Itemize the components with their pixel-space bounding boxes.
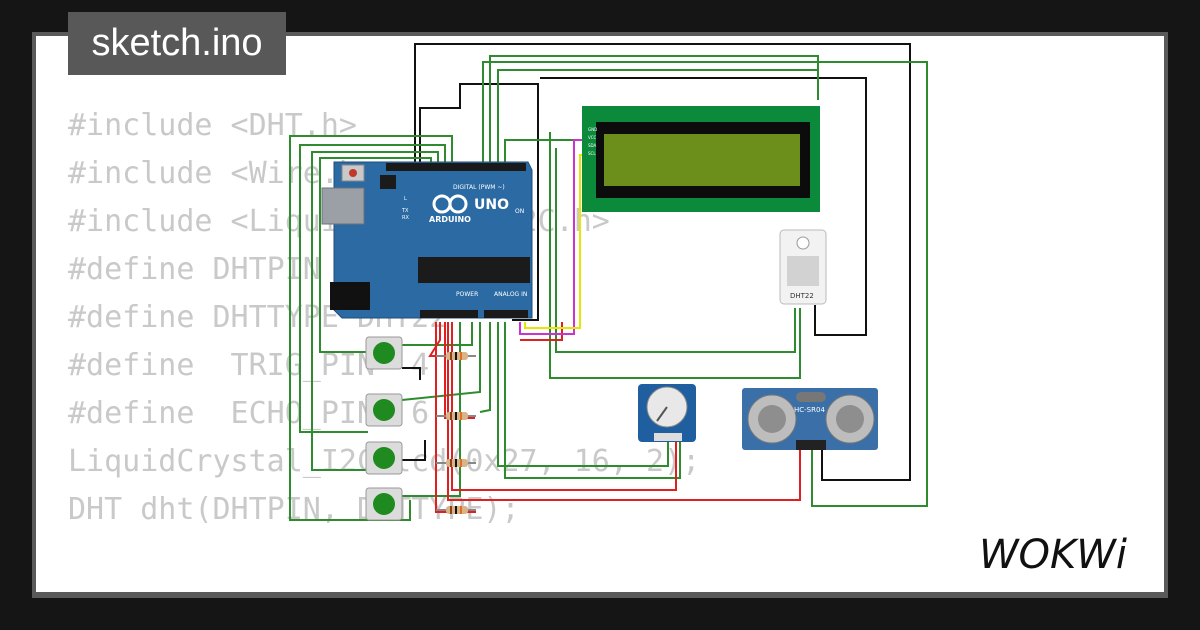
code-line: #define ECHO_PIN 6 — [68, 396, 430, 431]
resistor[interactable] — [436, 352, 476, 360]
wire[interactable] — [497, 322, 669, 467]
wire[interactable] — [419, 83, 539, 321]
led-label: L — [404, 196, 407, 202]
header-pins-analog — [484, 310, 528, 318]
wire[interactable] — [402, 440, 426, 461]
code-line: int relay = 12; — [68, 582, 700, 592]
pushbutton[interactable] — [365, 441, 403, 475]
wokwi-logo-text: WOKWi — [979, 532, 1127, 578]
usb-port-icon — [321, 187, 365, 225]
power-label: POWER — [456, 291, 478, 298]
resistor[interactable] — [436, 459, 476, 467]
wire[interactable] — [402, 367, 421, 380]
wire[interactable] — [519, 139, 582, 335]
wire[interactable] — [540, 77, 867, 336]
wire[interactable] — [549, 132, 801, 379]
lcd-pin-label: SDA — [588, 143, 597, 148]
resistor[interactable] — [436, 412, 476, 420]
ultrasonic-sensor[interactable]: HC-SR04 — [742, 388, 878, 450]
wire[interactable] — [299, 144, 446, 433]
wire[interactable] — [319, 157, 432, 353]
dht22-sensor[interactable]: DHT22 — [779, 229, 827, 305]
wire[interactable] — [289, 135, 453, 521]
resistor[interactable] — [436, 506, 476, 514]
lcd-display[interactable]: GND VCC SDA SCL — [582, 106, 820, 212]
wire[interactable] — [497, 69, 818, 165]
wire[interactable] — [447, 322, 801, 501]
power-jack-icon — [330, 282, 370, 310]
wire[interactable] — [451, 322, 677, 491]
wire[interactable] — [402, 322, 473, 346]
ultrasonic-label: HC-SR04 — [794, 406, 825, 414]
led-label: TX — [401, 208, 409, 214]
dht-label: DHT22 — [790, 292, 814, 300]
on-label: ON — [515, 208, 524, 215]
wire[interactable] — [504, 322, 681, 479]
header-pins-digital — [386, 163, 526, 171]
wire[interactable] — [479, 322, 491, 413]
code-line: LiquidCrystal_I2C lcd(0x27, 16, 2); — [68, 444, 701, 479]
pushbutton[interactable] — [365, 393, 403, 427]
lcd-pin-label: SCL — [588, 151, 596, 156]
wire[interactable] — [504, 139, 582, 165]
potentiometer[interactable] — [638, 384, 696, 442]
wire[interactable] — [524, 154, 582, 329]
board-model: UNO — [474, 197, 509, 213]
lcd-pin-label: VCC — [588, 135, 597, 140]
digital-label: DIGITAL (PWM ~) — [453, 184, 505, 191]
analog-label: ANALOG IN — [494, 291, 527, 298]
wokwi-logo: WOKWi — [975, 526, 1150, 578]
wire[interactable] — [482, 61, 928, 507]
wire[interactable] — [489, 55, 819, 165]
arduino-uno-board[interactable]: DIGITAL (PWM ~) UNO ARDUINO ON POWER ANA… — [321, 161, 533, 319]
header-pins-power — [420, 310, 478, 318]
wires — [289, 43, 928, 521]
lcd-pin-label: GND — [588, 127, 597, 132]
wire[interactable] — [414, 43, 911, 481]
microcontroller-chip — [418, 257, 530, 283]
led-label: RX — [402, 215, 409, 221]
pushbutton[interactable] — [365, 487, 403, 521]
wire[interactable] — [402, 322, 461, 497]
file-tab[interactable]: sketch.ino — [68, 12, 286, 75]
pushbutton[interactable] — [365, 336, 403, 370]
wire[interactable] — [401, 322, 481, 401]
code-line: #define TRIG_PIN 4 — [68, 348, 430, 383]
wire[interactable] — [311, 151, 439, 471]
wire[interactable] — [555, 148, 796, 353]
code-line: #include <DHT.h> — [68, 108, 357, 143]
board-brand: ARDUINO — [429, 215, 471, 224]
